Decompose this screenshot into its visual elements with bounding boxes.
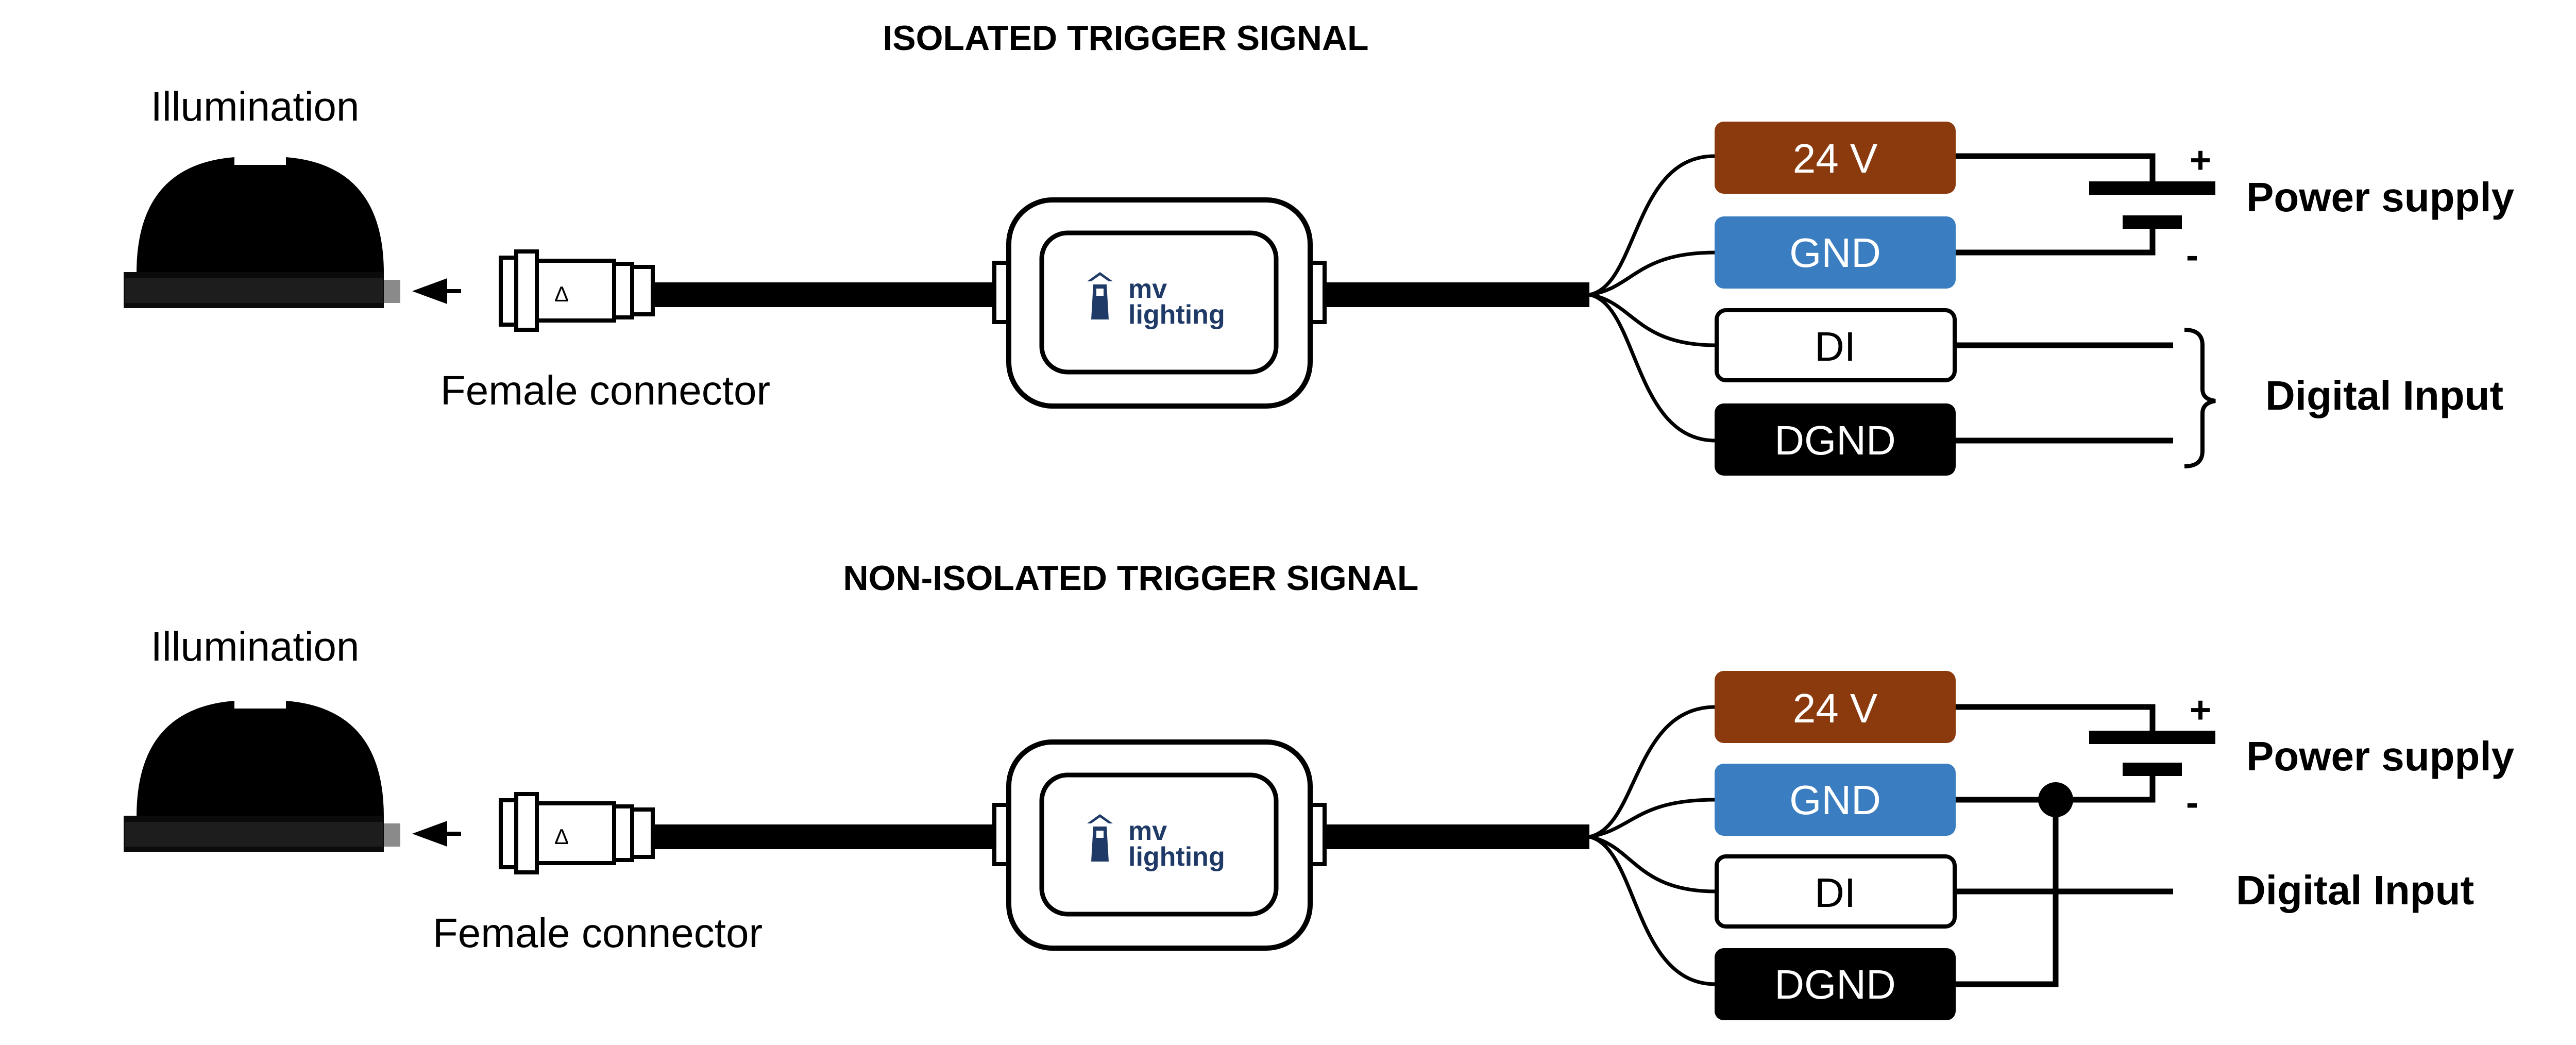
logo-text-line2: lighting [1128, 842, 1225, 872]
output-cable [1321, 282, 1589, 307]
arrow-left-icon [412, 821, 461, 847]
panel-non-isolated: NON-ISOLATED TRIGGER SIGNAL Illumination… [124, 559, 2515, 1020]
logo-text-line2: lighting [1128, 300, 1225, 330]
female-connector-icon: Δ [499, 249, 655, 332]
arrow-left-icon [412, 278, 461, 304]
panel-isolated: ISOLATED TRIGGER SIGNAL Illumination Δ F… [124, 19, 2515, 476]
power-supply-wiring [1956, 153, 2156, 256]
terminal-label: 24 V [1793, 136, 1878, 181]
power-supply-label: Power supply [2246, 733, 2515, 779]
connector-label: Female connector [433, 910, 762, 956]
main-cable [653, 282, 997, 307]
terminal-di: DI [1715, 854, 1957, 929]
illumination-light-icon [124, 157, 400, 308]
terminal-label: DI [1815, 870, 1856, 916]
digital-input-wiring [1956, 342, 2173, 444]
terminal-dgnd: DGND [1715, 948, 1956, 1020]
digital-input-label: Digital Input [2236, 867, 2474, 913]
terminal-24v: 24 V [1715, 671, 1956, 743]
panel-title: NON-ISOLATED TRIGGER SIGNAL [843, 559, 1419, 598]
minus-sign: - [2186, 782, 2198, 823]
logo-text-line1: mv [1128, 274, 1167, 304]
terminal-gnd: GND [1715, 764, 1956, 836]
terminal-label: GND [1789, 777, 1881, 823]
connector-mark: Δ [554, 282, 569, 306]
battery-symbol-icon [2089, 731, 2215, 776]
illumination-light-icon [124, 701, 400, 852]
plus-sign: + [2190, 140, 2211, 181]
fan-out-wires [1589, 154, 1716, 443]
minus-sign: - [2186, 235, 2198, 276]
power-supply-wiring [1956, 704, 2173, 987]
fan-out-wires [1589, 705, 1716, 986]
illumination-label: Illumination [151, 623, 360, 669]
illumination-label: Illumination [151, 83, 360, 129]
terminal-di: DI [1715, 308, 1957, 382]
panel-title: ISOLATED TRIGGER SIGNAL [883, 19, 1368, 58]
junction-dot [2038, 782, 2073, 817]
terminal-label: DGND [1774, 962, 1896, 1007]
terminal-label: 24 V [1793, 685, 1878, 731]
connector-label: Female connector [440, 367, 770, 413]
output-cable [1321, 824, 1589, 849]
connector-mark: Δ [554, 824, 569, 849]
female-connector-icon: Δ [499, 792, 655, 874]
curly-brace [2184, 328, 2216, 468]
main-cable [653, 824, 997, 849]
terminal-24v: 24 V [1715, 122, 1956, 194]
terminal-dgnd: DGND [1715, 403, 1956, 476]
power-supply-label: Power supply [2246, 174, 2515, 220]
battery-symbol-icon [2089, 181, 2215, 229]
terminal-label: DGND [1774, 417, 1896, 463]
lighthouse-logo-icon [1087, 814, 1113, 862]
plus-sign: + [2190, 689, 2211, 731]
terminal-gnd: GND [1715, 216, 1956, 289]
terminal-label: DI [1815, 324, 1856, 369]
terminal-label: GND [1789, 230, 1881, 276]
logo-text-line1: mv [1128, 816, 1167, 846]
lighthouse-logo-icon [1087, 272, 1113, 319]
controller-box: mv lighting [992, 197, 1327, 409]
digital-input-label: Digital Input [2265, 373, 2503, 418]
controller-box: mv lighting [992, 739, 1327, 951]
